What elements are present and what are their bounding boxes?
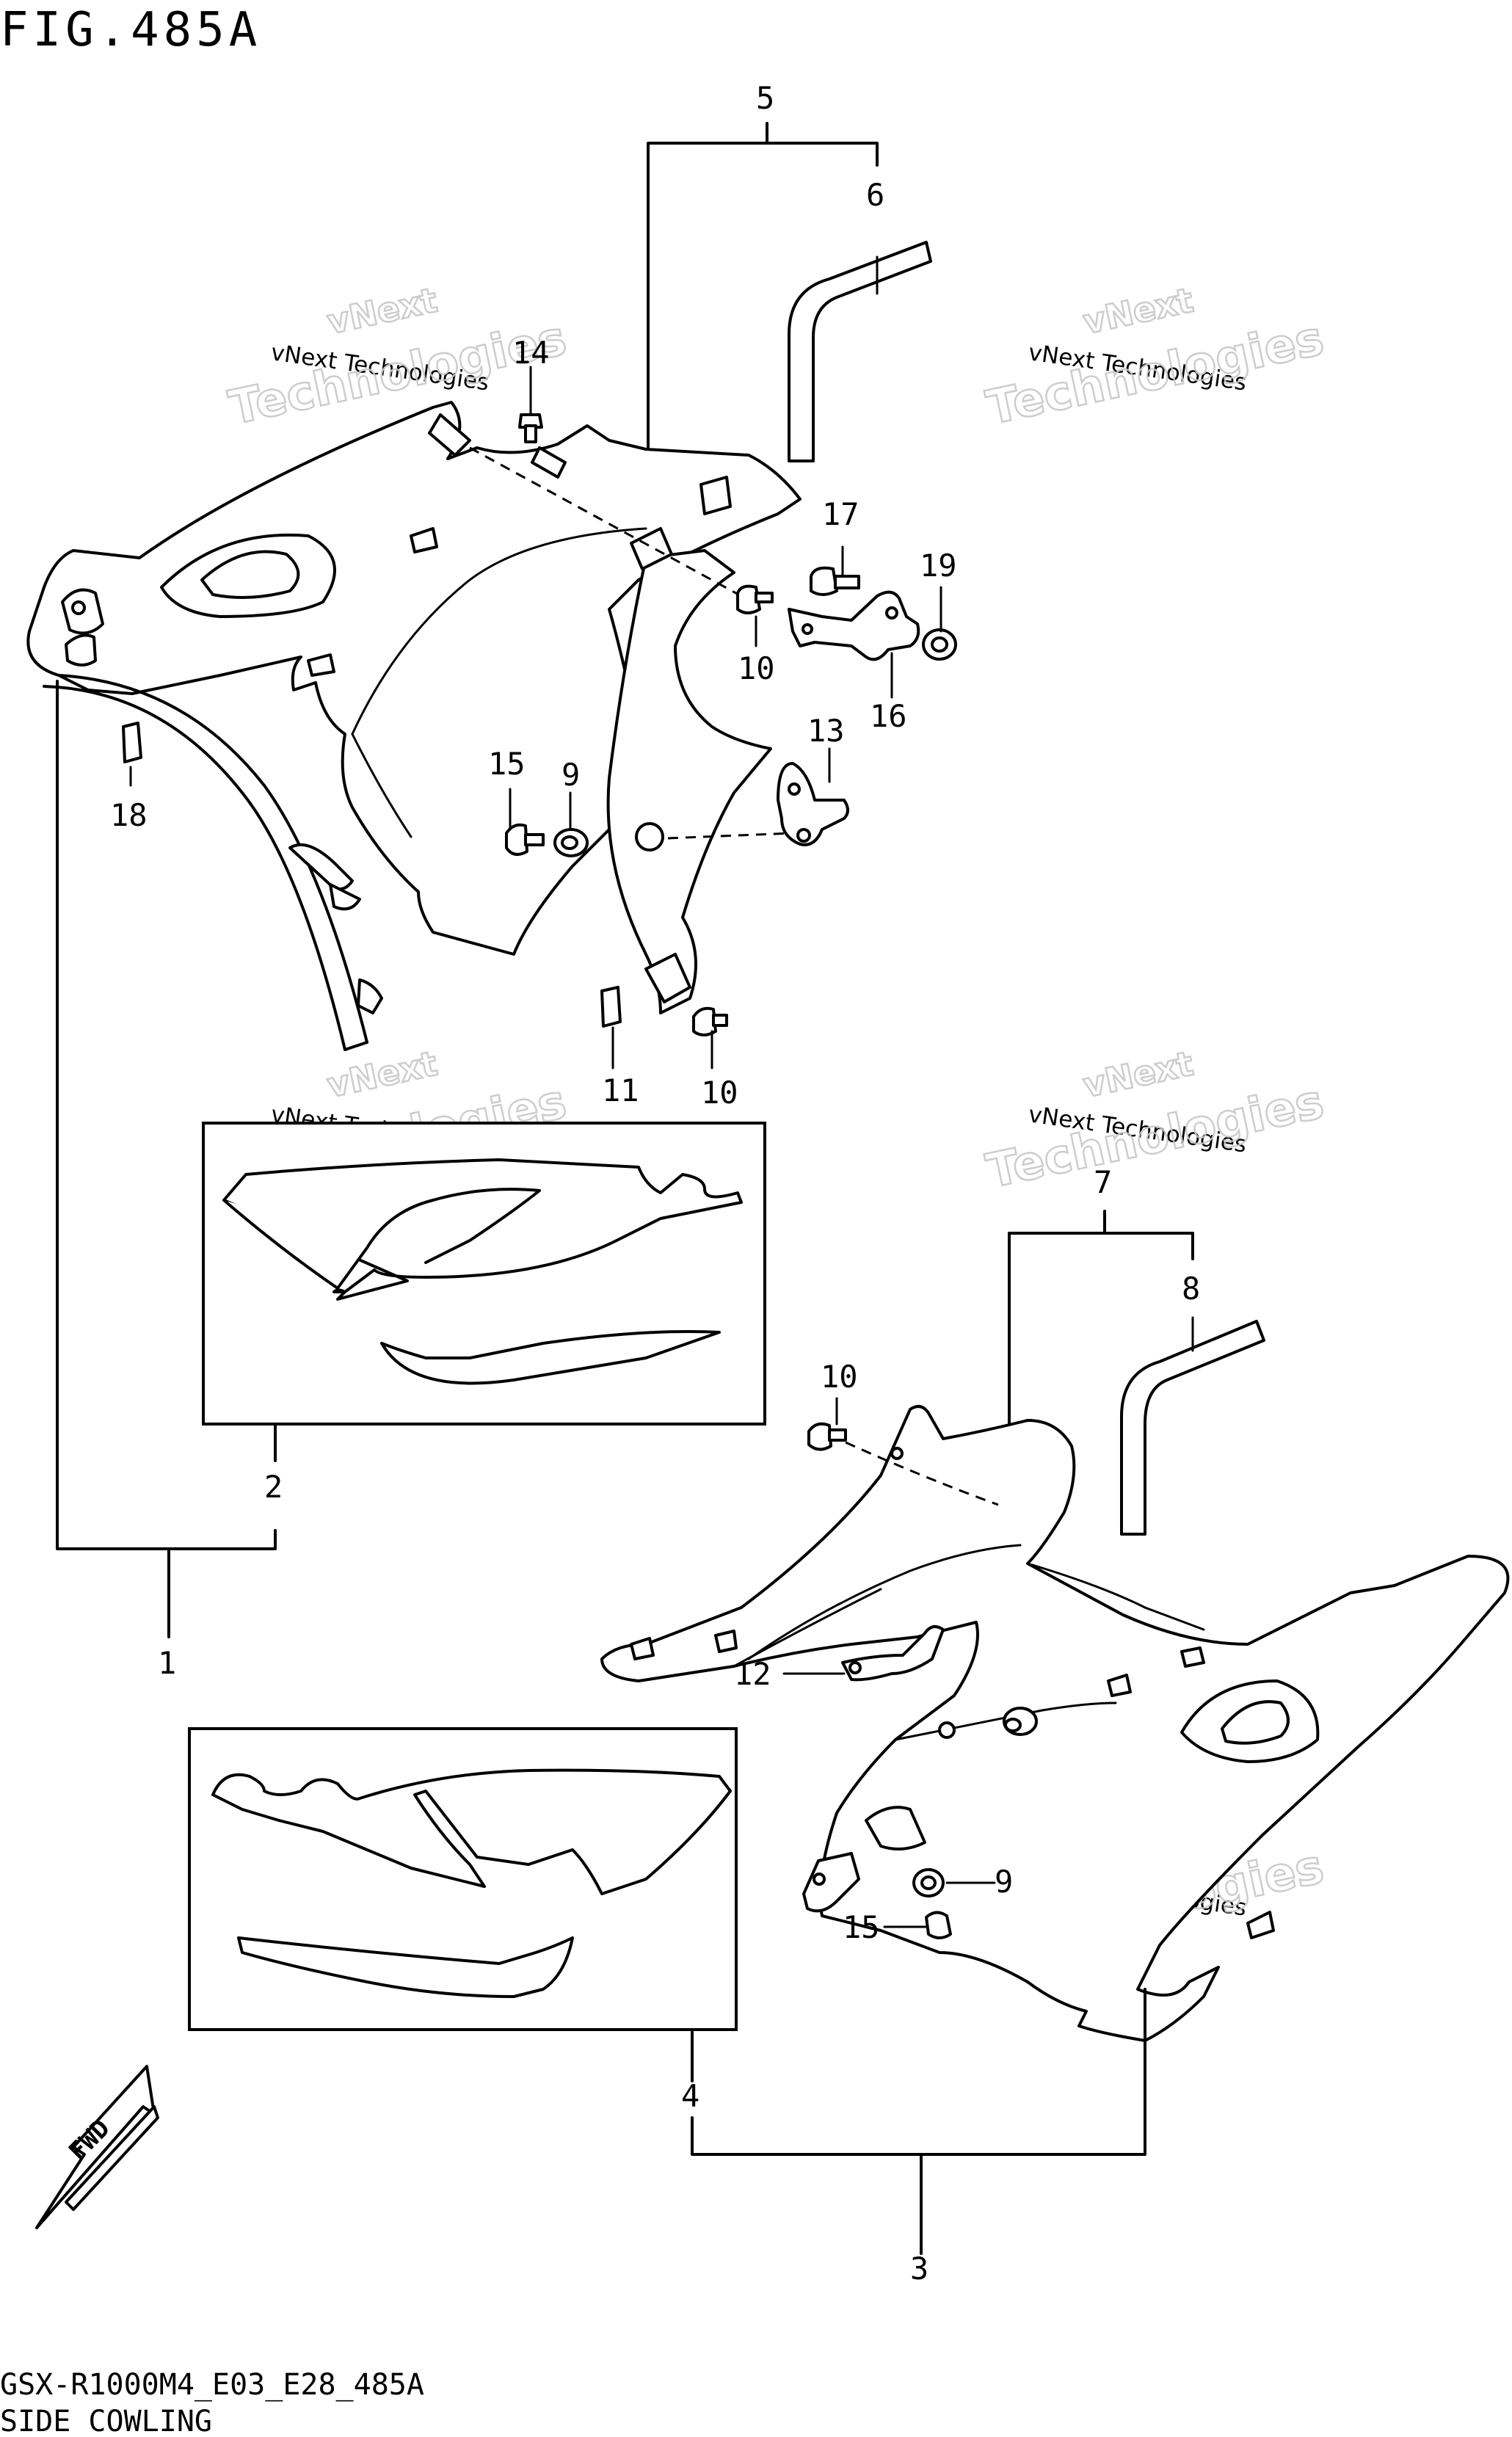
watermark-group-mid-right: vNext vNext Technologies Technologies: [981, 1042, 1329, 1200]
callout-15-upper: 15: [488, 746, 526, 782]
watermark-technologies: Technologies: [982, 1075, 1329, 1199]
callout-13: 13: [807, 713, 845, 749]
callout-bracket-3-4: [691, 1988, 1146, 2255]
watermark-vnext: vNext: [1080, 280, 1196, 341]
part-15-bolt-upper: [505, 823, 545, 856]
callout-10-lower: 10: [821, 1359, 858, 1395]
callout-10-mid: 10: [701, 1075, 738, 1111]
leader-lines-lower: [782, 1316, 1194, 1928]
callout-bracket-7: [1008, 1210, 1194, 1543]
callout-bracket-1-2: [56, 680, 277, 1638]
callout-6: 6: [866, 177, 884, 213]
watermark-vnext: vNext: [324, 280, 440, 341]
callout-numbers: 5 6 14 17 19 10 16 13 15 9 18 11 10 2 1 …: [110, 80, 1200, 2287]
part-6-trim-tube: [788, 241, 932, 462]
callout-12: 12: [734, 1656, 771, 1692]
leader-lines-upper: [129, 255, 942, 1069]
callout-4: 4: [681, 2078, 699, 2114]
watermark-technologies: Technologies: [982, 311, 1329, 435]
callout-9-upper: 9: [561, 757, 580, 793]
callout-10-upper: 10: [738, 650, 775, 686]
callout-bracket-5: [647, 122, 879, 451]
callout-8: 8: [1182, 1271, 1200, 1307]
part-12-bracket: [841, 1625, 945, 1682]
watermark-technologies: Technologies: [225, 311, 571, 435]
callout-7: 7: [1094, 1164, 1112, 1200]
callout-9-lower: 9: [995, 1864, 1013, 1900]
part-15-bolt-lower: [925, 1911, 952, 1939]
part-10-screw-mid: [692, 1006, 728, 1036]
callout-1: 1: [158, 1645, 176, 1681]
part-10-screw-upper: [736, 584, 774, 614]
callout-2: 2: [264, 1469, 283, 1505]
callout-18: 18: [110, 797, 148, 833]
watermark-vnext: vNext: [324, 1043, 440, 1105]
part-19-grommet: [922, 628, 957, 661]
callout-17: 17: [822, 496, 859, 532]
callout-5: 5: [756, 80, 774, 116]
callout-19: 19: [920, 548, 957, 584]
part-2-sticker-box: [202, 1122, 766, 1425]
part-18-pad: [122, 722, 142, 763]
part-9-nut-upper: [553, 828, 589, 857]
part-11-pad: [600, 986, 622, 1028]
callout-16: 16: [870, 698, 907, 734]
part-16-bracket: [788, 590, 920, 661]
callout-14: 14: [512, 335, 550, 371]
callout-11: 11: [602, 1072, 639, 1108]
footer-code: GSX-R1000M4_E03_E28_485A: [0, 2368, 424, 2402]
part-3-side-cowling-lower: [600, 1405, 1510, 2042]
watermark-vnext: vNext: [1080, 1043, 1196, 1105]
fwd-arrow-icon: FWD: [35, 2065, 159, 2229]
figure-title: FIG.485A: [0, 3, 261, 57]
footer-name: SIDE COWLING: [0, 2405, 212, 2437]
part-8-trim-tube: [1120, 1320, 1265, 1536]
watermark-group-top-right: vNext vNext Technologies Technologies: [981, 279, 1329, 437]
part-9-nut-lower: [912, 1868, 945, 1897]
callout-15-lower: 15: [843, 1909, 880, 1945]
part-13-bracket: [777, 762, 849, 846]
callout-3: 3: [910, 2251, 928, 2287]
dashed-line-upper-2: [667, 832, 793, 840]
part-4-sticker-box: [188, 1727, 738, 2031]
part-17-bolt: [810, 566, 860, 596]
part-10-screw-lower: [807, 1422, 847, 1451]
part-1-side-cowling-upper: [26, 401, 802, 1051]
part-14-screw: [518, 413, 543, 443]
